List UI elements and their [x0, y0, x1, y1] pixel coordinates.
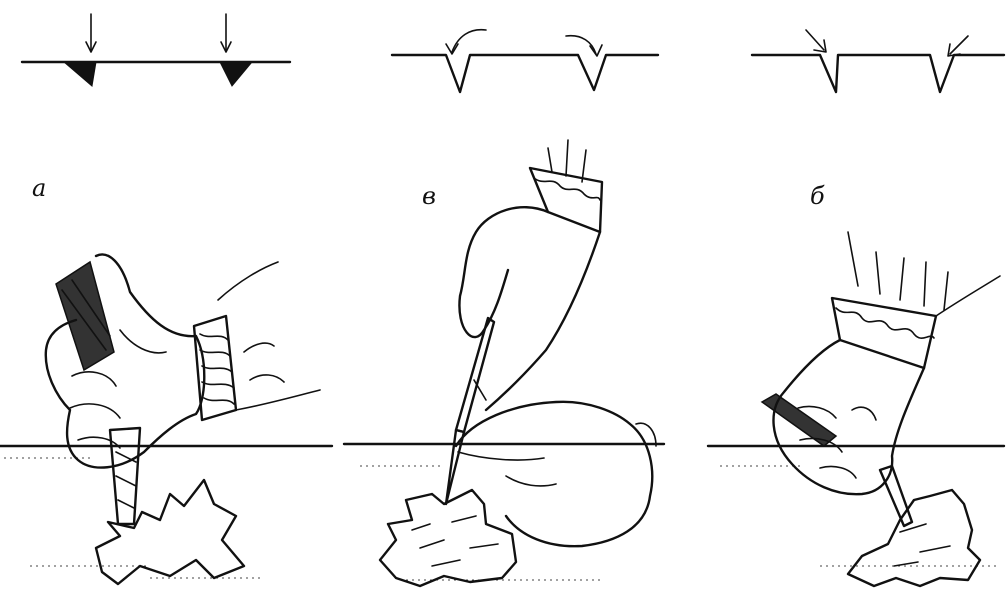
panel-a-label: а [32, 174, 46, 202]
diagonal-arrow-icon [806, 30, 826, 52]
carved-leaf-ornament [96, 480, 244, 584]
panel-v-label: в [422, 182, 436, 210]
carving-knife-icon [762, 394, 912, 526]
panel-a: а [0, 14, 332, 584]
curved-arrow-icon [446, 30, 486, 54]
down-arrow-icon [221, 14, 231, 52]
carved-leaf-ornament [380, 490, 516, 586]
carving-knife-icon [446, 318, 494, 504]
panel-b-label: б [810, 182, 825, 210]
gouge-tool-icon [56, 262, 140, 524]
hand-holding-knife [456, 140, 656, 546]
hand-holding-knife [774, 232, 1000, 494]
panel-b-cut-profile [752, 30, 1004, 92]
panel-b: б [708, 30, 1004, 586]
panel-v: в [344, 30, 664, 586]
panel-v-cut-profile [392, 30, 658, 92]
diagonal-arrow-icon [948, 36, 968, 56]
curved-arrow-icon [566, 36, 602, 56]
panel-a-cut-profile [22, 14, 290, 86]
carved-leaf-ornament [848, 490, 980, 586]
down-arrow-icon [86, 14, 96, 52]
